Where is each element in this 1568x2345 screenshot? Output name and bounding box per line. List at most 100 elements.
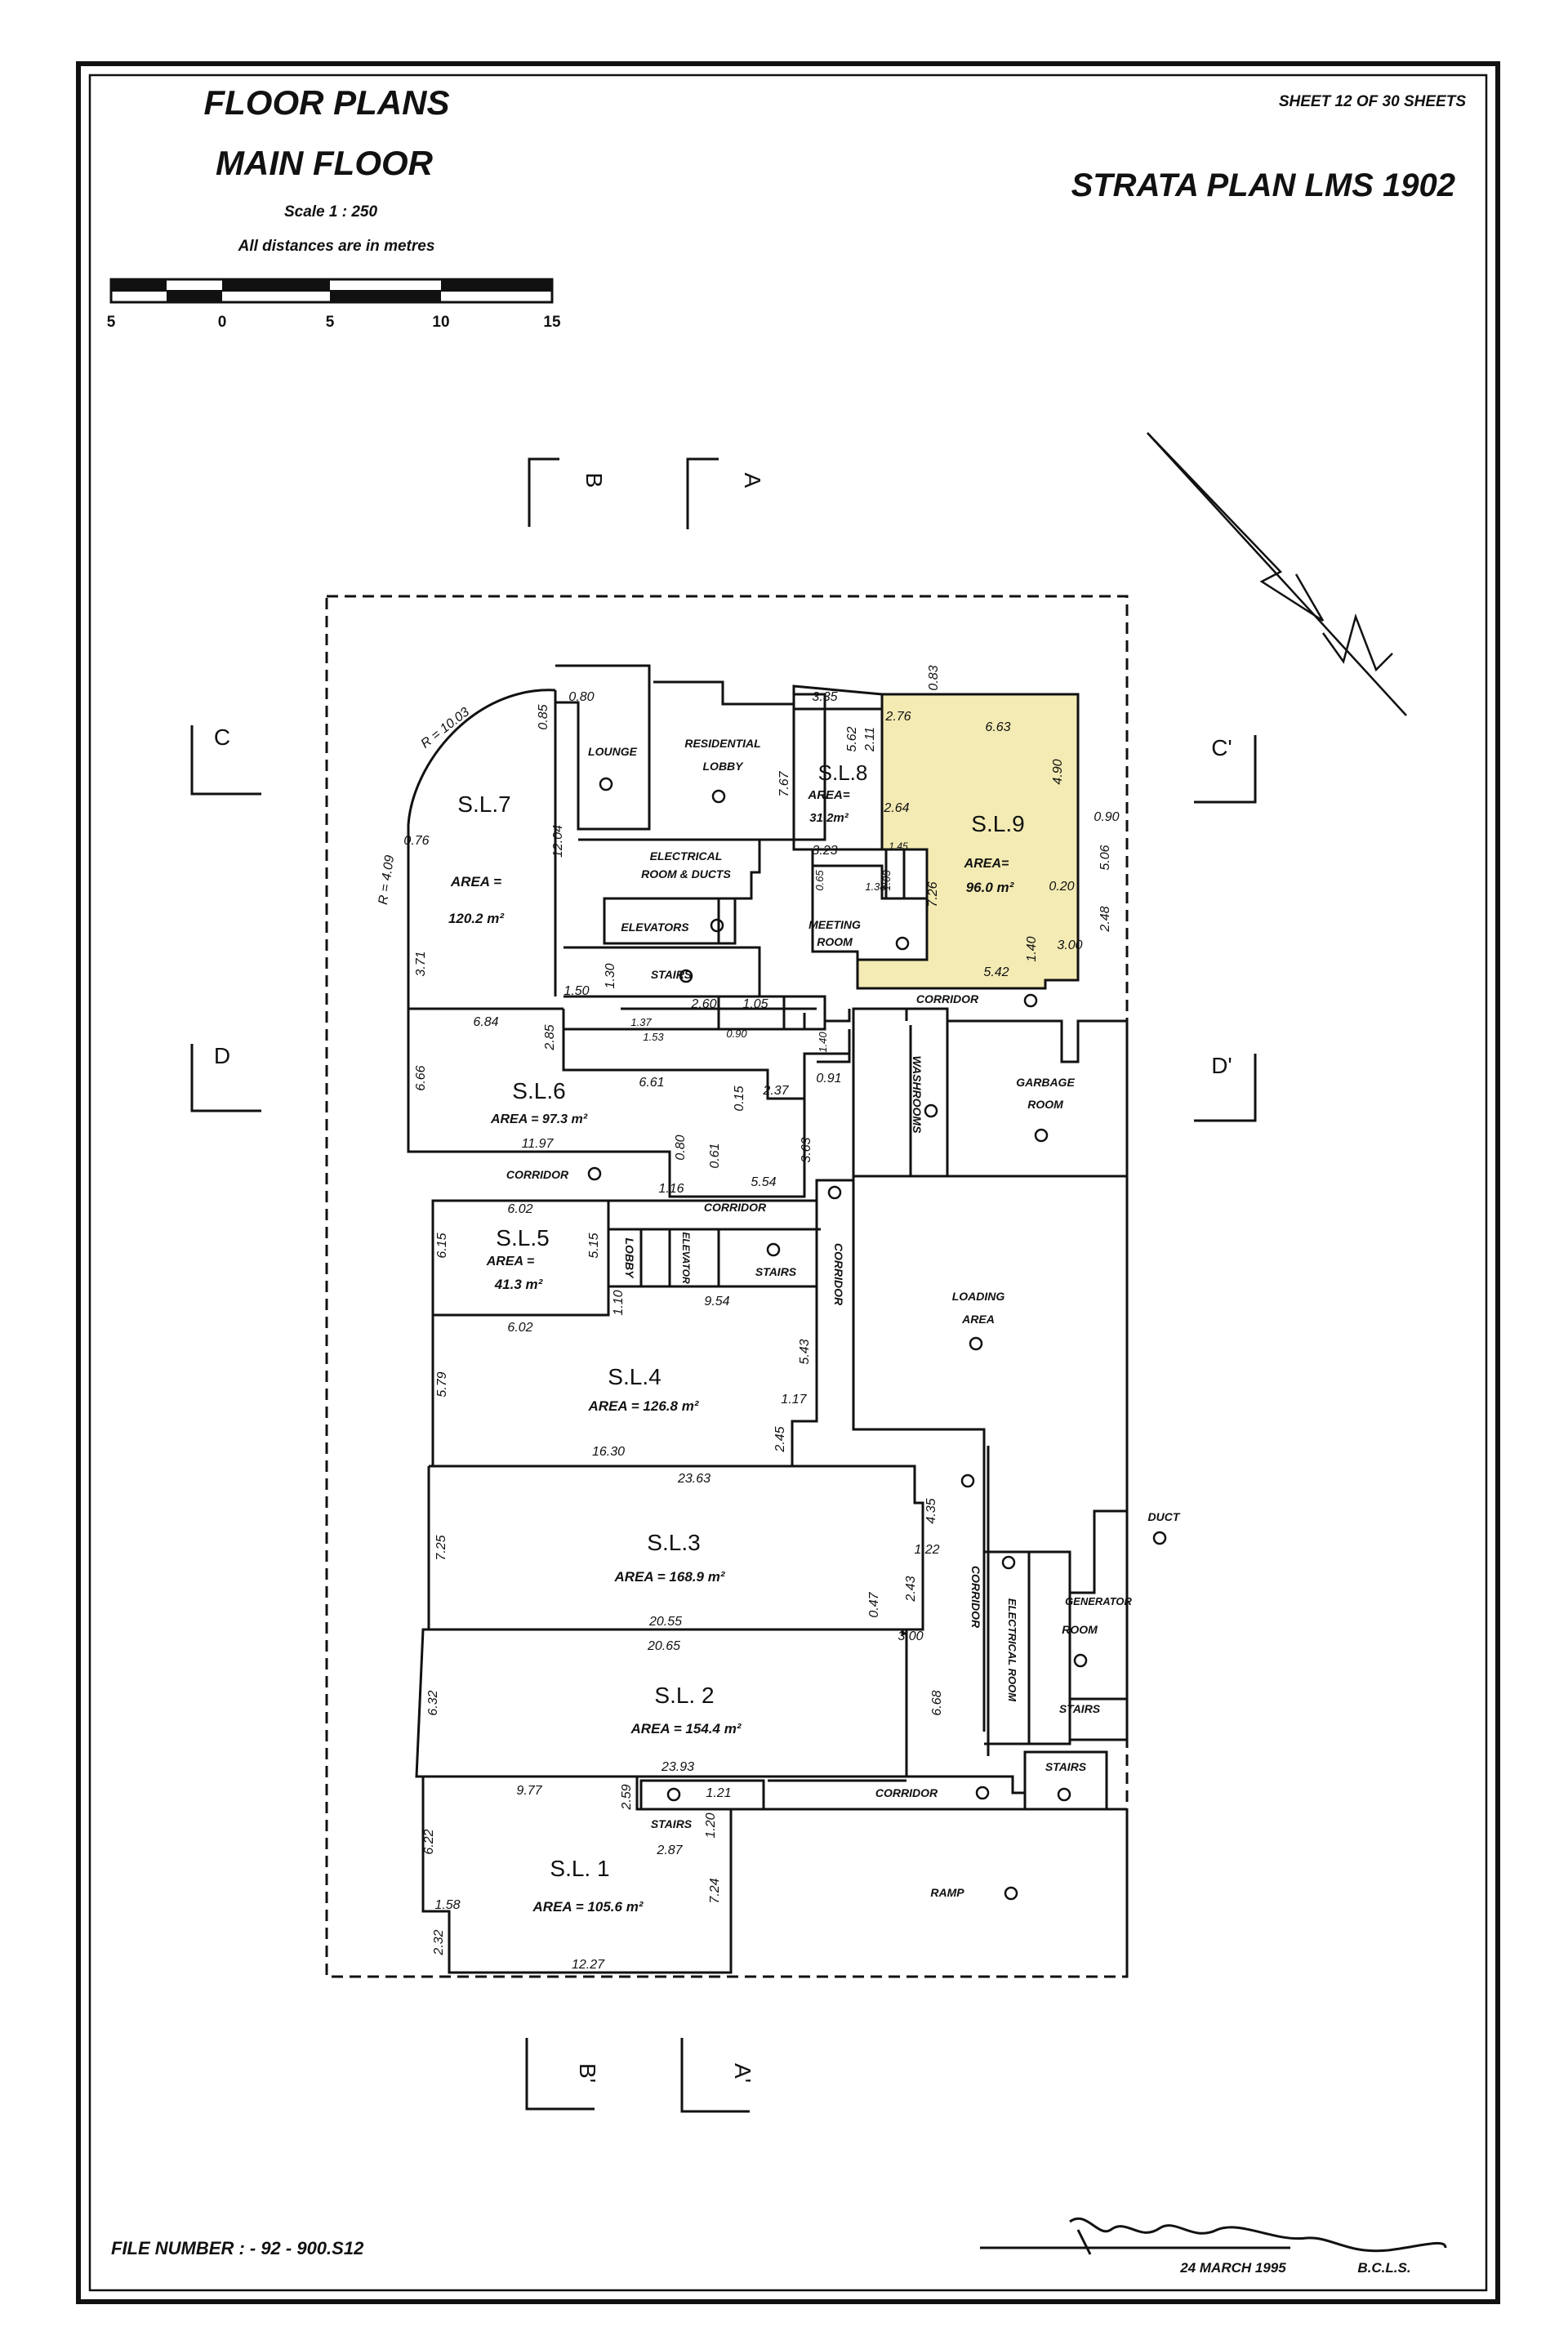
dimension: 5.79: [435, 1371, 449, 1397]
room-garbage-1: GARBAGE: [1016, 1076, 1075, 1089]
section-marker-c-prime: [1194, 735, 1257, 804]
room-corridor-vertical: CORRIDOR: [832, 1243, 845, 1306]
floor-plan-walls: [407, 664, 1129, 1977]
section-marker-d-prime: [1194, 1054, 1257, 1122]
room-meeting-2: ROOM: [817, 935, 853, 948]
room-generator-1: GENERATOR: [1065, 1595, 1132, 1607]
dimension: 3.23: [812, 844, 837, 858]
dimension: 5.15: [587, 1233, 601, 1258]
dimension: 20.65: [647, 1639, 680, 1653]
dimension: 0.65: [813, 870, 826, 891]
dimension: 3.35: [812, 690, 837, 704]
dimension: 2.85: [543, 1024, 557, 1050]
dimension: 6.15: [435, 1233, 449, 1258]
dimension: 23.93: [661, 1760, 694, 1774]
dimension: 11.97: [522, 1137, 555, 1151]
dimension: 1.30: [604, 963, 617, 988]
dimension: 6.61: [639, 1076, 664, 1090]
lot-sl2-name: S.L. 2: [654, 1683, 714, 1708]
lot-sl9-area-label: AREA=: [964, 857, 1009, 871]
section-label-c: C: [214, 724, 230, 750]
dimension: 1.10: [612, 1290, 626, 1315]
dimension: 12.04: [551, 825, 565, 858]
lot-sl7-area-label: AREA =: [450, 874, 501, 889]
room-stairs-sl1: STAIRS: [651, 1817, 693, 1830]
dimension: 16.30: [592, 1445, 625, 1459]
room-generator-2: ROOM: [1062, 1623, 1098, 1636]
dimension: 2.87: [656, 1843, 683, 1857]
lot-sl5-name: S.L.5: [496, 1225, 549, 1251]
dimension: 6.32: [426, 1690, 440, 1715]
dimension: 4.35: [924, 1498, 938, 1523]
section-marker-a-prime: [680, 2038, 750, 2113]
dimension: 5.06: [1098, 845, 1112, 870]
dimension: R = 10.03: [418, 705, 472, 751]
section-label-d-prime: D': [1211, 1053, 1232, 1078]
signature-credential: B.C.L.S.: [1357, 2260, 1410, 2276]
dimension: 0.83: [927, 665, 941, 690]
scale-tick: 5: [107, 314, 116, 331]
lot-sl6-area: AREA = 97.3 m²: [490, 1112, 588, 1126]
section-label-b-prime: B': [575, 2063, 600, 2083]
dimension: 1.16: [658, 1182, 684, 1196]
room-stairs-mid: STAIRS: [755, 1265, 797, 1278]
dimension: 3.71: [414, 951, 428, 976]
dimension: 7.24: [708, 1878, 722, 1903]
dimension: 3.00: [1057, 938, 1082, 952]
surveyor-signature: [980, 2217, 1447, 2255]
north-arrow-icon: [1147, 432, 1407, 716]
dimension: 2.32: [432, 1929, 446, 1955]
lot-sl9-area-value: 96.0 m²: [966, 880, 1015, 895]
room-electrical-ducts-2: ROOM & DUCTS: [641, 867, 731, 880]
section-marker-b: [528, 457, 559, 527]
dimension: 0.47: [867, 1591, 881, 1617]
distance-note: All distances are in metres: [238, 238, 435, 255]
room-garbage-2: ROOM: [1027, 1098, 1063, 1111]
room-corridor-lower: CORRIDOR: [969, 1566, 982, 1629]
room-residential-lobby-1: RESIDENTIAL: [684, 737, 760, 750]
lot-sl3-name: S.L.3: [647, 1530, 700, 1555]
dimension: 6.68: [930, 1690, 944, 1715]
dimension: 2.48: [1098, 906, 1112, 932]
dimension: 1.05: [742, 997, 768, 1011]
dimension: 0.85: [537, 704, 550, 729]
room-corridor-bottom: CORRIDOR: [875, 1786, 938, 1799]
room-loading-1: LOADING: [952, 1290, 1005, 1303]
dimension: 5.43: [798, 1339, 812, 1364]
lot-sl8-name: S.L.8: [818, 760, 868, 785]
dimension: 6.22: [422, 1829, 436, 1854]
scale-bar: 5 0 5 10 15: [107, 278, 561, 331]
dimension: 3.00: [898, 1629, 923, 1643]
plan-name: STRATA PLAN LMS 1902: [1071, 167, 1455, 203]
section-marker-a: [686, 457, 719, 529]
dimension: 2.43: [904, 1576, 918, 1602]
section-marker-d: [190, 1044, 261, 1112]
file-number: FILE NUMBER : - 92 - 900.S12: [111, 2238, 364, 2258]
dimension: 2.60: [690, 997, 716, 1011]
dimension: 2.59: [620, 1784, 634, 1810]
lot-sl3-area: AREA = 168.9 m²: [614, 1569, 726, 1585]
dimension: 0.91: [816, 1072, 841, 1086]
room-loading-2: AREA: [961, 1313, 995, 1326]
dimension: 6.02: [507, 1321, 532, 1335]
dimension: 6.02: [507, 1202, 532, 1216]
dimension: 1.53: [643, 1031, 664, 1043]
dimension: 1.20: [704, 1812, 718, 1838]
centre-markers: [587, 777, 1167, 1901]
lot-sl1-name: S.L. 1: [550, 1856, 609, 1881]
dimension: 23.63: [677, 1472, 710, 1486]
lot-sl2-area: AREA = 154.4 m²: [630, 1721, 742, 1736]
title-main-floor: MAIN FLOOR: [216, 144, 434, 182]
lot-sl7-name: S.L.7: [457, 791, 510, 817]
room-stairs-upper: STAIRS: [651, 968, 693, 981]
dimension: 1.50: [564, 984, 589, 998]
section-label-a: A: [740, 473, 765, 488]
lot-sl4-area: AREA = 126.8 m²: [588, 1398, 700, 1414]
dimension: 1.22: [914, 1543, 939, 1557]
section-label-c-prime: C': [1211, 735, 1232, 760]
room-washrooms: WASHROOMS: [911, 1056, 924, 1135]
lot-sl5-area-label: AREA =: [486, 1255, 535, 1268]
dimension: 1.21: [706, 1786, 731, 1800]
room-electrical-ducts-1: ELECTRICAL: [650, 849, 723, 863]
